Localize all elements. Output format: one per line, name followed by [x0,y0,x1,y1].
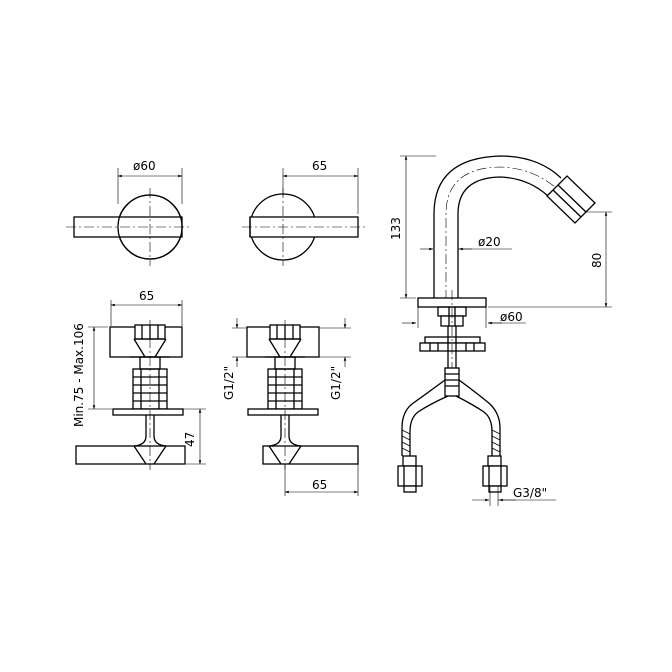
spout-side-view [400,155,612,397]
hose-thread-label: G3/8" [513,486,547,500]
handle-left-diameter-label: ø60 [133,159,156,173]
spout-outlet-height-label: 80 [590,253,604,268]
valve-left-width-label: 65 [139,289,154,303]
handle-right-width-label: 65 [312,159,327,173]
valve-left-range-label: Min.75 - Max.106 [72,323,86,427]
left-handle-top-view [66,168,190,266]
right-handle-top-view [242,168,366,266]
spout-base-diameter-label: ø60 [500,310,523,324]
left-valve-side-view [75,300,206,470]
valve-right-thread-right-label: G1/2" [329,366,343,400]
right-valve-side-view [232,318,359,496]
valve-right-thread-left-label: G1/2" [222,366,236,400]
valve-right-width-label: 65 [312,478,327,492]
spout-diameter-label: ø20 [478,235,501,249]
valve-left-height-label: 47 [183,432,197,447]
hoses [397,379,556,506]
spout-height-label: 133 [389,217,403,240]
